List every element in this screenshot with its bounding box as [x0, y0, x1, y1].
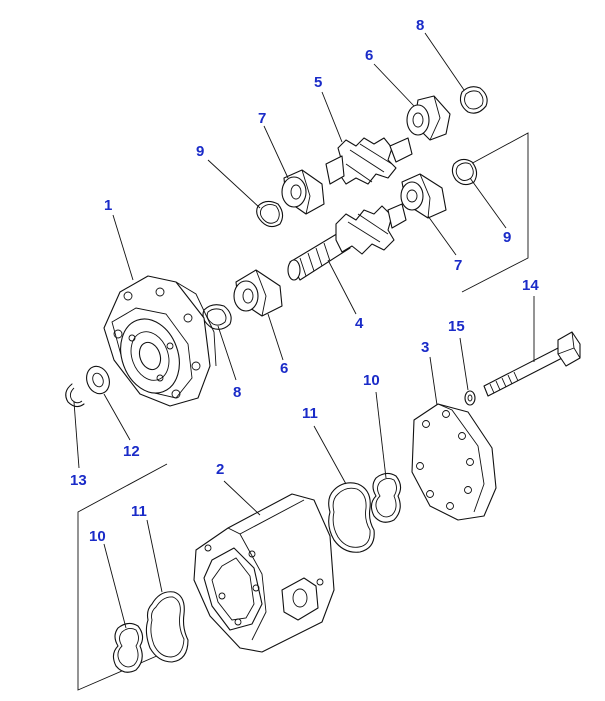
bushing-7-left: [281, 169, 325, 215]
bolt-14: [483, 331, 581, 397]
gasket-11-lower: [145, 591, 189, 663]
callout-9a: 9: [196, 143, 204, 160]
snap-ring-13: [65, 383, 85, 408]
callout-3: 3: [421, 339, 429, 356]
seal-ring-8-top: [459, 86, 488, 114]
callout-7b: 7: [454, 257, 462, 274]
callout-labels: 1 2 3 4 5 6 6 7 7 8 8 9 9 10 10 11 11 12…: [70, 17, 539, 545]
front-cover-1: [103, 275, 217, 407]
pump-body-2: [193, 493, 335, 653]
callout-7a: 7: [258, 110, 266, 127]
gasket-11-upper: [328, 482, 375, 553]
seal-10-lower: [112, 622, 144, 673]
washer-15: [464, 390, 476, 406]
rear-cover-3: [411, 403, 497, 521]
callout-10b: 10: [89, 528, 106, 545]
driven-gear-5: [325, 137, 413, 185]
washer-12: [86, 365, 110, 395]
drive-shaft-gear-4: [287, 203, 407, 281]
group-bracket-upper: [455, 132, 529, 293]
callout-11a: 11: [302, 405, 318, 422]
callout-1: 1: [104, 197, 112, 214]
callout-11b: 11: [131, 503, 147, 520]
leader-lines: [73, 32, 535, 629]
bushing-6-middle: [233, 269, 283, 317]
bushing-6-top: [406, 95, 451, 141]
callout-6a: 6: [365, 47, 373, 64]
callout-15: 15: [448, 318, 465, 335]
callout-9b: 9: [503, 229, 511, 246]
callout-8a: 8: [416, 17, 424, 34]
callout-2: 2: [216, 461, 224, 478]
callout-12: 12: [123, 443, 140, 460]
seal-9-right: [451, 158, 478, 186]
bushing-7-right: [400, 173, 447, 219]
seal-9-left: [256, 200, 284, 228]
callout-13: 13: [70, 472, 87, 489]
callout-6b: 6: [280, 360, 288, 377]
seal-10-upper: [370, 472, 402, 523]
callout-10a: 10: [363, 372, 380, 389]
callout-4: 4: [355, 315, 364, 332]
callout-14: 14: [522, 277, 539, 294]
callout-8b: 8: [233, 384, 241, 401]
callout-5: 5: [314, 74, 322, 91]
